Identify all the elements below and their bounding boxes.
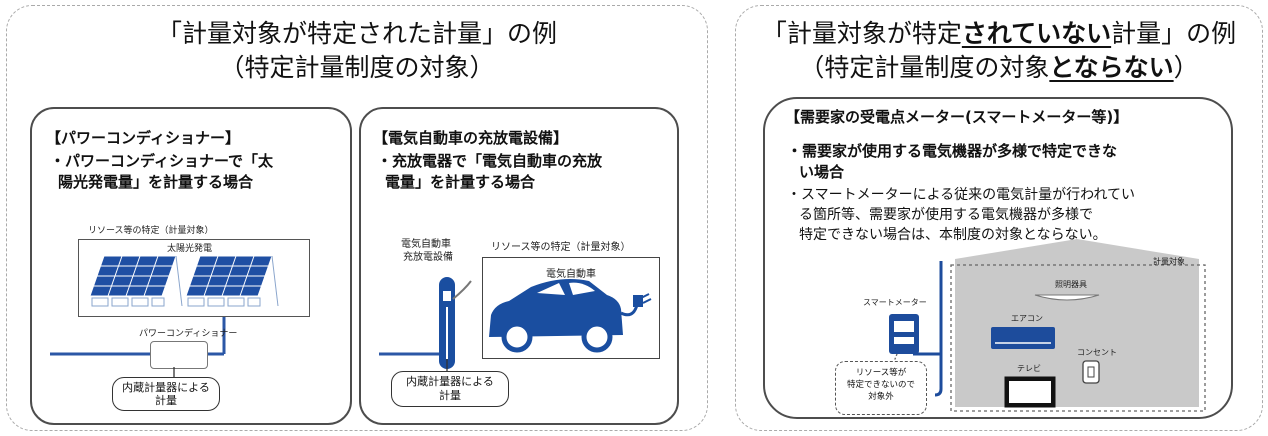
smart-meter-bold-line2: い場合 [799,163,845,181]
left-title-line1: 「計量対象が特定された計量」の例 [156,19,557,48]
charger-label-line1: 電気自動車 [401,239,451,250]
right-title1-pre: 「計量対象が特定 [761,19,962,48]
power-conditioner-card: 【パワーコンディショナー】 ・パワーコンディショナーで「太 陽光発電量」を計量す… [30,107,352,425]
outlet-label: コンセント [1077,348,1117,357]
tv-label: テレビ [1017,364,1041,373]
left-title-line2: （特定計量制度の対象） [219,53,495,82]
solar-generation-label: 太陽光発電 [167,244,213,254]
built-in-meter-callout: 内蔵計量器による 計量 [112,377,220,411]
certified-metering-panel: 「計量対象が特定された計量」の例 （特定計量制度の対象） 【パワーコンディショナ… [6,5,708,431]
ev-charger-card: 【電気自動車の充放電設備】 ・充放電器で「電気自動車の充放 電量」を計量する場合… [359,107,679,425]
smart-meter-bold-line1: ・需要家が使用する電気機器が多様で特定できな [787,142,1118,160]
uncertified-metering-panel: 「計量対象が特定されていない計量」の例 （特定計量制度の対象とならない） 【需要… [735,5,1263,431]
not-applicable-line2: 特定できないので [846,380,915,390]
right-title2-pre: （特定計量制度の対象 [799,53,1050,82]
power-wiring [50,317,226,356]
charger-label-line2: 充放電設備 [403,252,453,263]
ev-resource-label: リソース等の特定（計量対象） [491,242,631,253]
charger-meter-line1: 内蔵計量器による [406,375,494,388]
power-conditioner-unit [150,341,208,369]
power-conditioner-heading: 【パワーコンディショナー】 [46,129,240,147]
ev-charging-illustration [379,277,652,371]
not-applicable-note: リソース等が 特定できないので 対象外 [835,361,927,415]
right-title2-post: ） [1173,53,1199,82]
metering-target-label: 計量対象 [1153,257,1185,266]
not-applicable-line1: リソース等が [855,368,907,378]
solar-resource-label: リソース等の特定（計量対象） [88,226,214,236]
ev-charger-heading: 【電気自動車の充放電設備】 [373,129,569,147]
right-title-line1: 「計量対象が特定されていない計量」の例 [736,18,1262,50]
power-conditioner-bullet-line1: ・パワーコンディショナーで「太 [50,152,274,170]
power-conditioner-bullet-line2: 陽光発電量」を計量する場合 [58,173,254,191]
power-conditioner-label: パワーコンディショナー [139,329,238,339]
right-title-line2: （特定計量制度の対象とならない） [736,52,1262,84]
smart-meter-desc-line3: 特定できない場合は、本制度の対象とならない。 [799,227,1107,243]
smart-meter-desc-line2: る箇所等、需要家が使用する電気機器が多様で [799,207,1093,223]
charger-meter-line2: 計量 [439,389,461,402]
aircon-label: エアコン [1011,314,1043,323]
ev-label: 電気自動車 [546,269,596,280]
charger-meter-callout: 内蔵計量器による 計量 [391,371,509,407]
smart-meter-heading: 【需要家の受電点メーター(スマートメーター等)】 [785,108,1129,126]
smart-meter-label: スマートメーター [863,298,927,307]
house-illustration [889,239,1206,412]
built-in-meter-line1: 内蔵計量器による [122,381,210,394]
right-title1-post: 計量」の例 [1111,19,1237,48]
not-applicable-line3: 対象外 [868,392,894,402]
right-title1-emphasis: されていない [961,19,1112,48]
ev-charger-bullet-line1: ・充放電器で「電気自動車の充放 [377,152,603,170]
smart-meter-desc-line1: ・スマートメーターによる従来の電気計量が行われてい [787,187,1136,203]
right-title2-emphasis: とならない [1049,53,1174,82]
ev-charger-bullet-line2: 電量」を計量する場合 [385,173,536,191]
solar-panels-icon [89,255,279,307]
lighting-label: 照明器具 [1055,280,1087,289]
smart-meter-card: 【需要家の受電点メーター(スマートメーター等)】 ・需要家が使用する電気機器が多… [763,97,1233,419]
built-in-meter-line2: 計量 [155,394,177,407]
